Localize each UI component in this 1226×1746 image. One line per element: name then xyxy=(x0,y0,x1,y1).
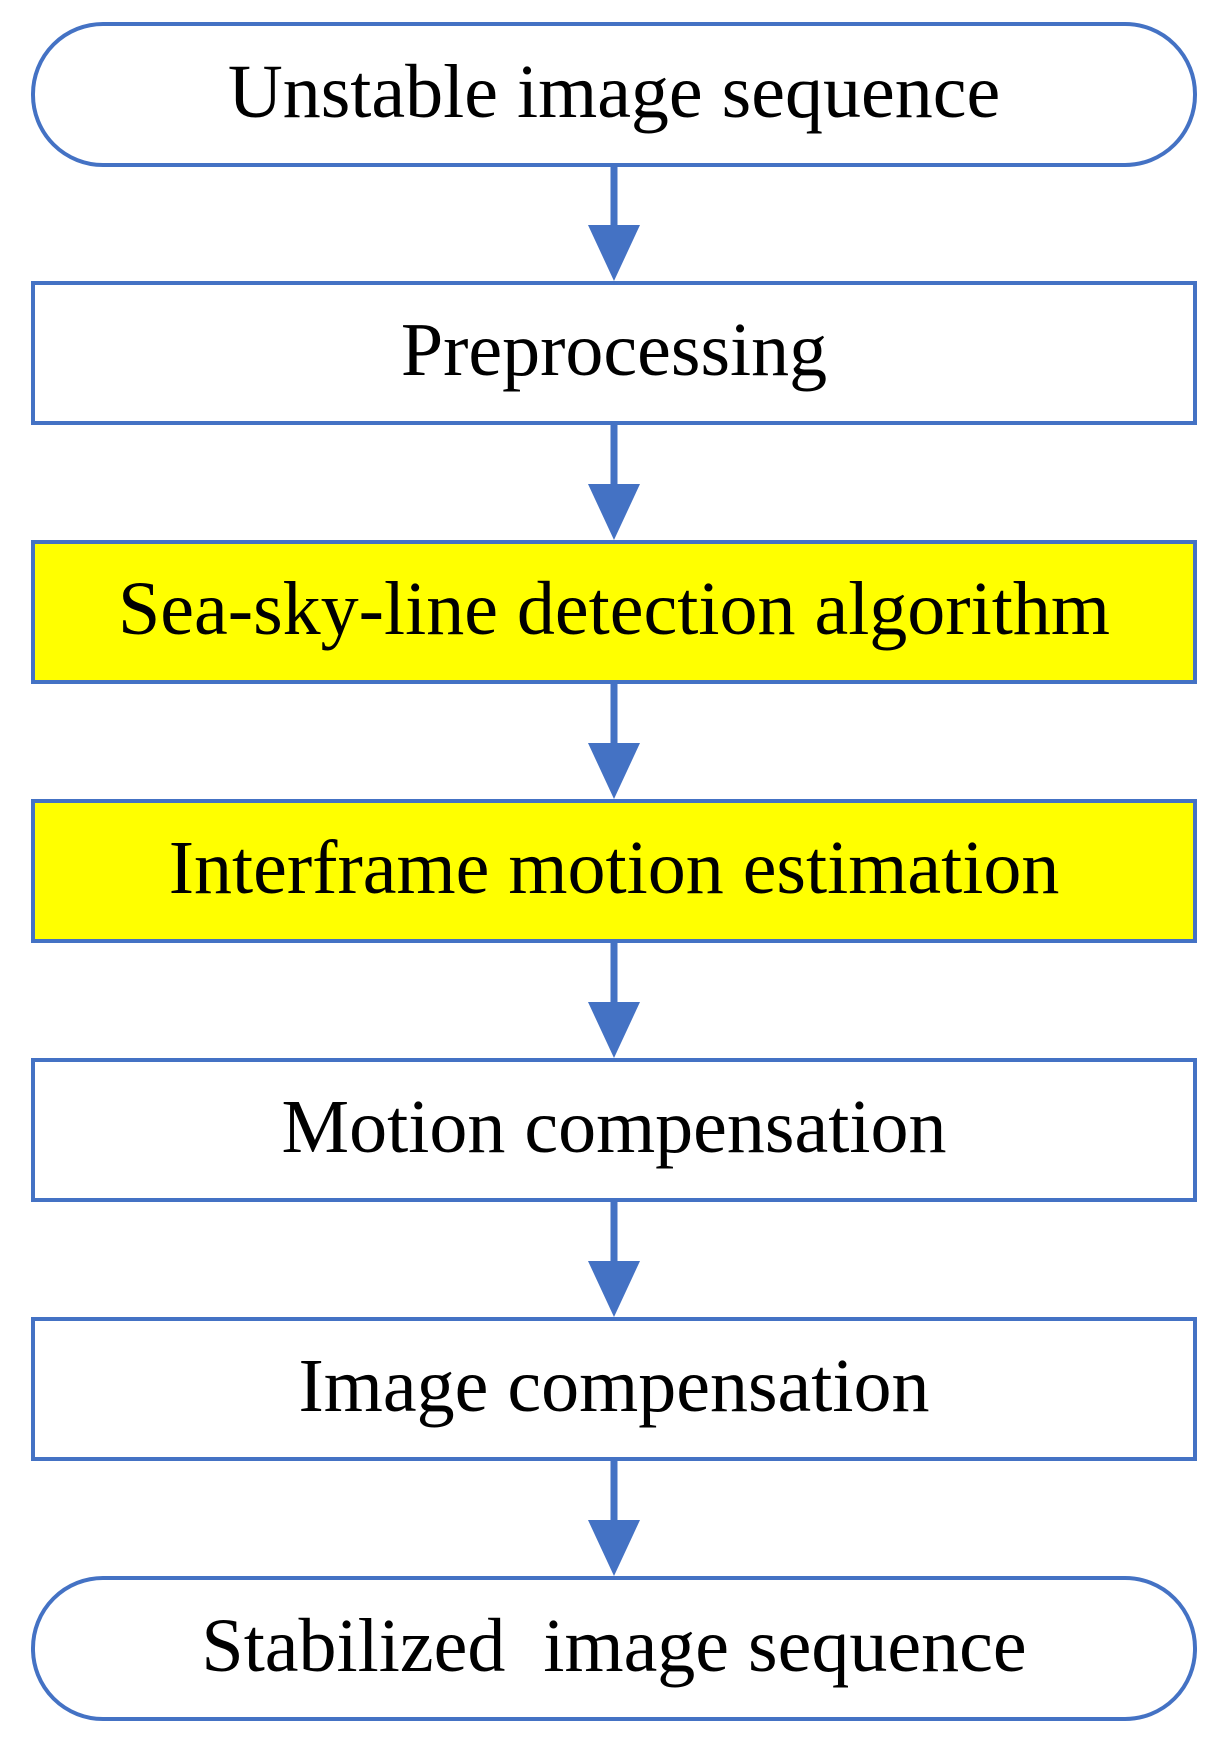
arrow-head-sea-sky-line-to-interframe-motion xyxy=(588,743,640,799)
node-motion-compensation: Motion compensation xyxy=(31,1058,1197,1202)
node-start: Unstable image sequence xyxy=(31,22,1197,167)
arrow-head-motion-compensation-to-image-compensation xyxy=(588,1261,640,1317)
node-image-compensation: Image compensation xyxy=(31,1317,1197,1461)
node-preprocessing-label: Preprocessing xyxy=(400,308,828,392)
node-interframe-motion-label: Interframe motion estimation xyxy=(168,826,1060,910)
node-end-label: Stabilized image sequence xyxy=(201,1603,1027,1688)
node-sea-sky-line: Sea-sky-line detection algorithm xyxy=(31,540,1197,684)
node-sea-sky-line-label: Sea-sky-line detection algorithm xyxy=(118,567,1110,651)
node-image-compensation-label: Image compensation xyxy=(298,1344,930,1428)
node-interframe-motion: Interframe motion estimation xyxy=(31,799,1197,943)
arrow-head-start-to-preprocessing xyxy=(588,225,640,281)
node-end: Stabilized image sequence xyxy=(31,1576,1197,1721)
node-start-label: Unstable image sequence xyxy=(227,49,1001,134)
arrow-head-preprocessing-to-sea-sky-line xyxy=(588,484,640,540)
arrow-head-image-compensation-to-end xyxy=(588,1520,640,1576)
node-preprocessing: Preprocessing xyxy=(31,281,1197,425)
node-motion-compensation-label: Motion compensation xyxy=(281,1085,947,1169)
arrow-head-interframe-motion-to-motion-compensation xyxy=(588,1002,640,1058)
